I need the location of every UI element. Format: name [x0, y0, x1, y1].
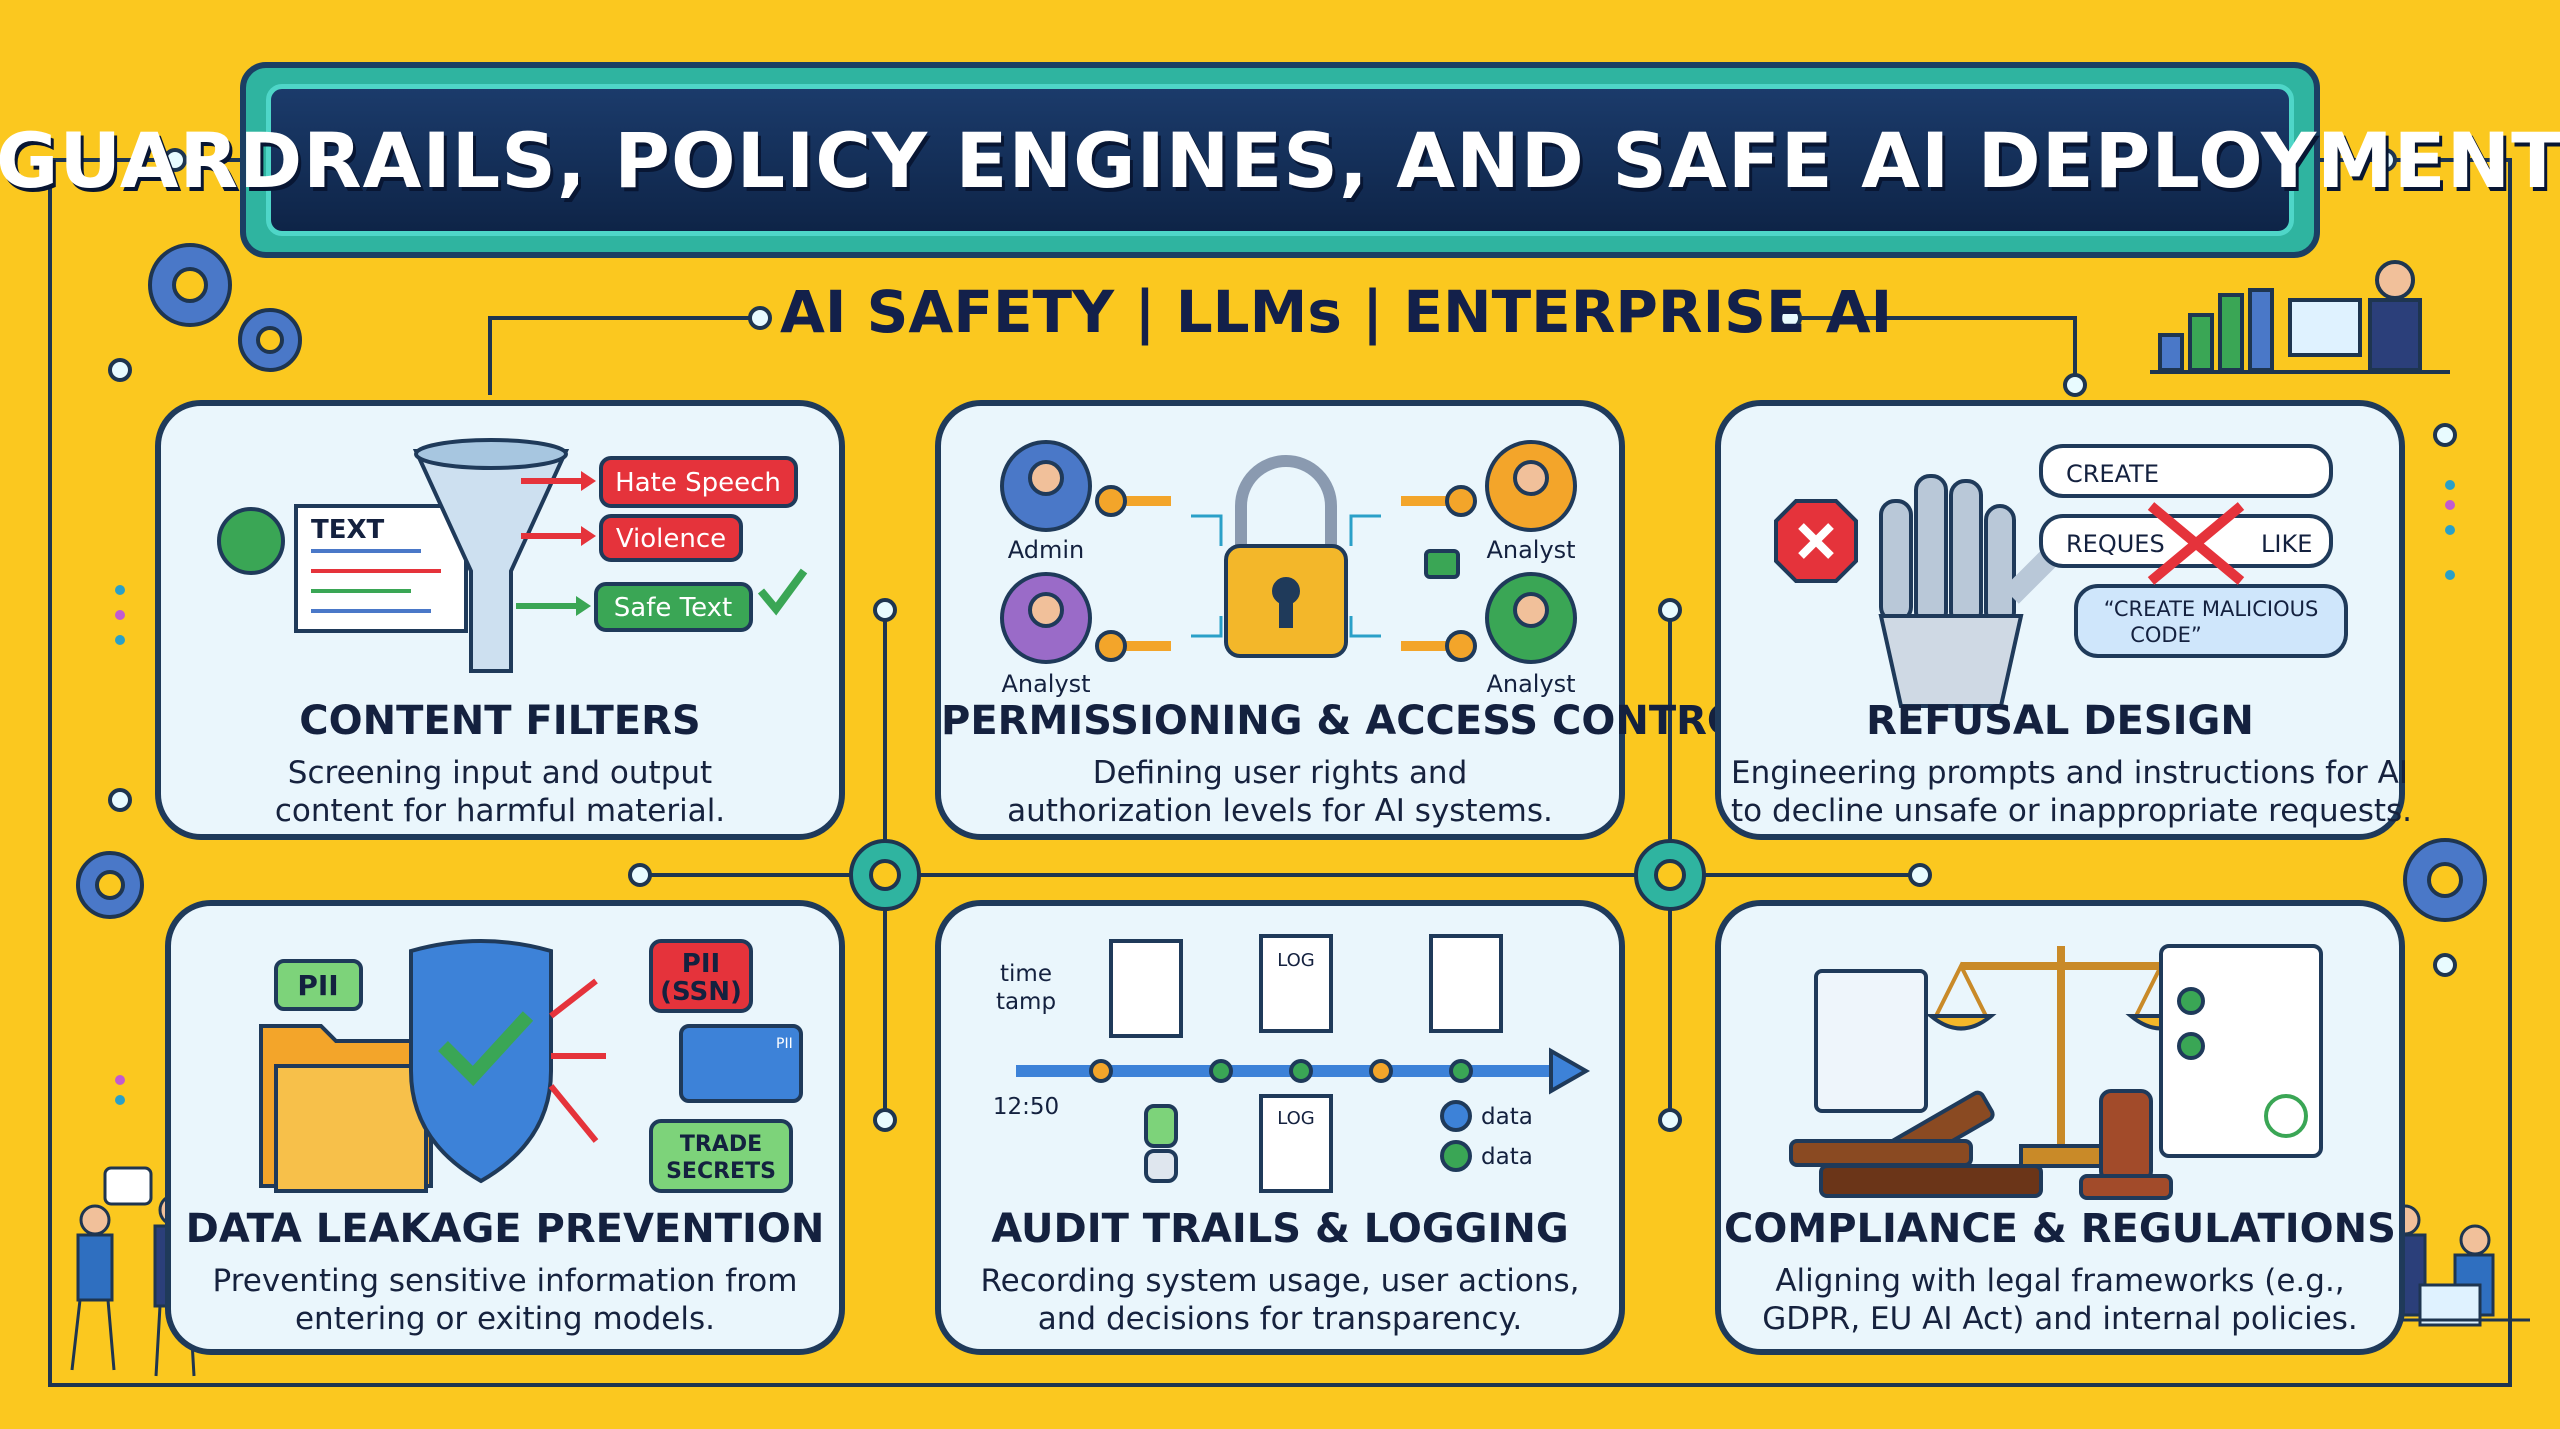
timestamp-label: tamp — [996, 989, 1056, 1015]
pii-ssn-label: PII — [682, 949, 720, 979]
card-description: Recording system usage, user actions,and… — [980, 1263, 1580, 1337]
page-subtitle: AI SAFETY | LLMs | ENTERPRISE AI — [780, 278, 1893, 346]
pii-ssn-label: (SSN) — [660, 977, 742, 1007]
create-label: CREATE — [2066, 460, 2159, 488]
card-title: AUDIT TRAILS & LOGGING — [991, 1206, 1569, 1252]
malicious-quote-line2: CODE” — [2130, 623, 2202, 647]
request-label: REQUES — [2066, 530, 2165, 558]
compliance-illustration — [1789, 944, 2323, 1200]
clock-label: 12:50 — [993, 1094, 1059, 1120]
page-title: GUARDRAILS, POLICY ENGINES, AND SAFE AI … — [0, 115, 2560, 205]
card-pii-label: PII — [776, 1036, 793, 1052]
content-filter-illustration: TEXT Hate Speech Violence Safe Text — [217, 438, 808, 673]
trade-secrets-label: TRADE — [680, 1132, 762, 1157]
access-control-illustration: Admin Analyst Analyst Analyst — [1000, 440, 1577, 698]
data-label: data — [1481, 1144, 1533, 1170]
analyst-label: Analyst — [1001, 670, 1090, 698]
hate-speech-label: Hate Speech — [615, 468, 781, 498]
card-title: PERMISSIONING & ACCESS CONTROL — [941, 698, 1767, 744]
card-title: COMPLIANCE & REGULATIONS — [1724, 1206, 2396, 1252]
card-refusal-design: CREATE REQUES LIKE “CREATE MALICIOUS COD… — [1715, 400, 2413, 840]
data-leakage-illustration: PII PII (SSN) PII TRADE SECRETS — [259, 939, 803, 1193]
card-title: DATA LEAKAGE PREVENTION — [185, 1206, 825, 1252]
malicious-quote-line1: “CREATE MALICIOUS — [2104, 597, 2319, 621]
bar-chart-icon — [2150, 260, 2450, 374]
card-permissioning: Admin Analyst Analyst Analyst PERMISSION… — [935, 400, 1767, 840]
text-doc-label: TEXT — [311, 515, 385, 545]
pii-label: PII — [297, 969, 338, 1002]
card-audit-trails: time tamp 12:50 LOG LOG data data AUDIT … — [935, 900, 1625, 1355]
like-label: LIKE — [2261, 530, 2312, 558]
trade-secrets-label: SECRETS — [666, 1159, 776, 1184]
card-compliance: COMPLIANCE & REGULATIONS Aligning with l… — [1715, 900, 2405, 1355]
card-description: Engineering prompts and instructions for… — [1731, 755, 2413, 829]
refusal-illustration: CREATE REQUES LIKE “CREATE MALICIOUS COD… — [1774, 444, 2348, 708]
safe-text-label: Safe Text — [614, 593, 732, 623]
log-label: LOG — [1277, 950, 1315, 971]
card-description: Aligning with legal frameworks (e.g.,GDP… — [1762, 1263, 2358, 1337]
card-data-leakage: PII PII (SSN) PII TRADE SECRETS DATA LEA… — [165, 900, 845, 1355]
title-banner: GUARDRAILS, POLICY ENGINES, AND SAFE AI … — [0, 62, 2560, 258]
card-title: CONTENT FILTERS — [299, 698, 701, 744]
admin-label: Admin — [1008, 536, 1085, 564]
audit-timeline-illustration: time tamp 12:50 LOG LOG data data — [993, 934, 1591, 1193]
log-label: LOG — [1277, 1108, 1315, 1129]
card-content-filters: TEXT Hate Speech Violence Safe Text CONT… — [155, 400, 845, 840]
card-title: REFUSAL DESIGN — [1866, 698, 2254, 744]
data-label: data — [1481, 1104, 1533, 1130]
violence-label: Violence — [616, 524, 726, 554]
analyst-label: Analyst — [1486, 670, 1575, 698]
analyst-label: Analyst — [1486, 536, 1575, 564]
timestamp-label: time — [1000, 961, 1052, 987]
